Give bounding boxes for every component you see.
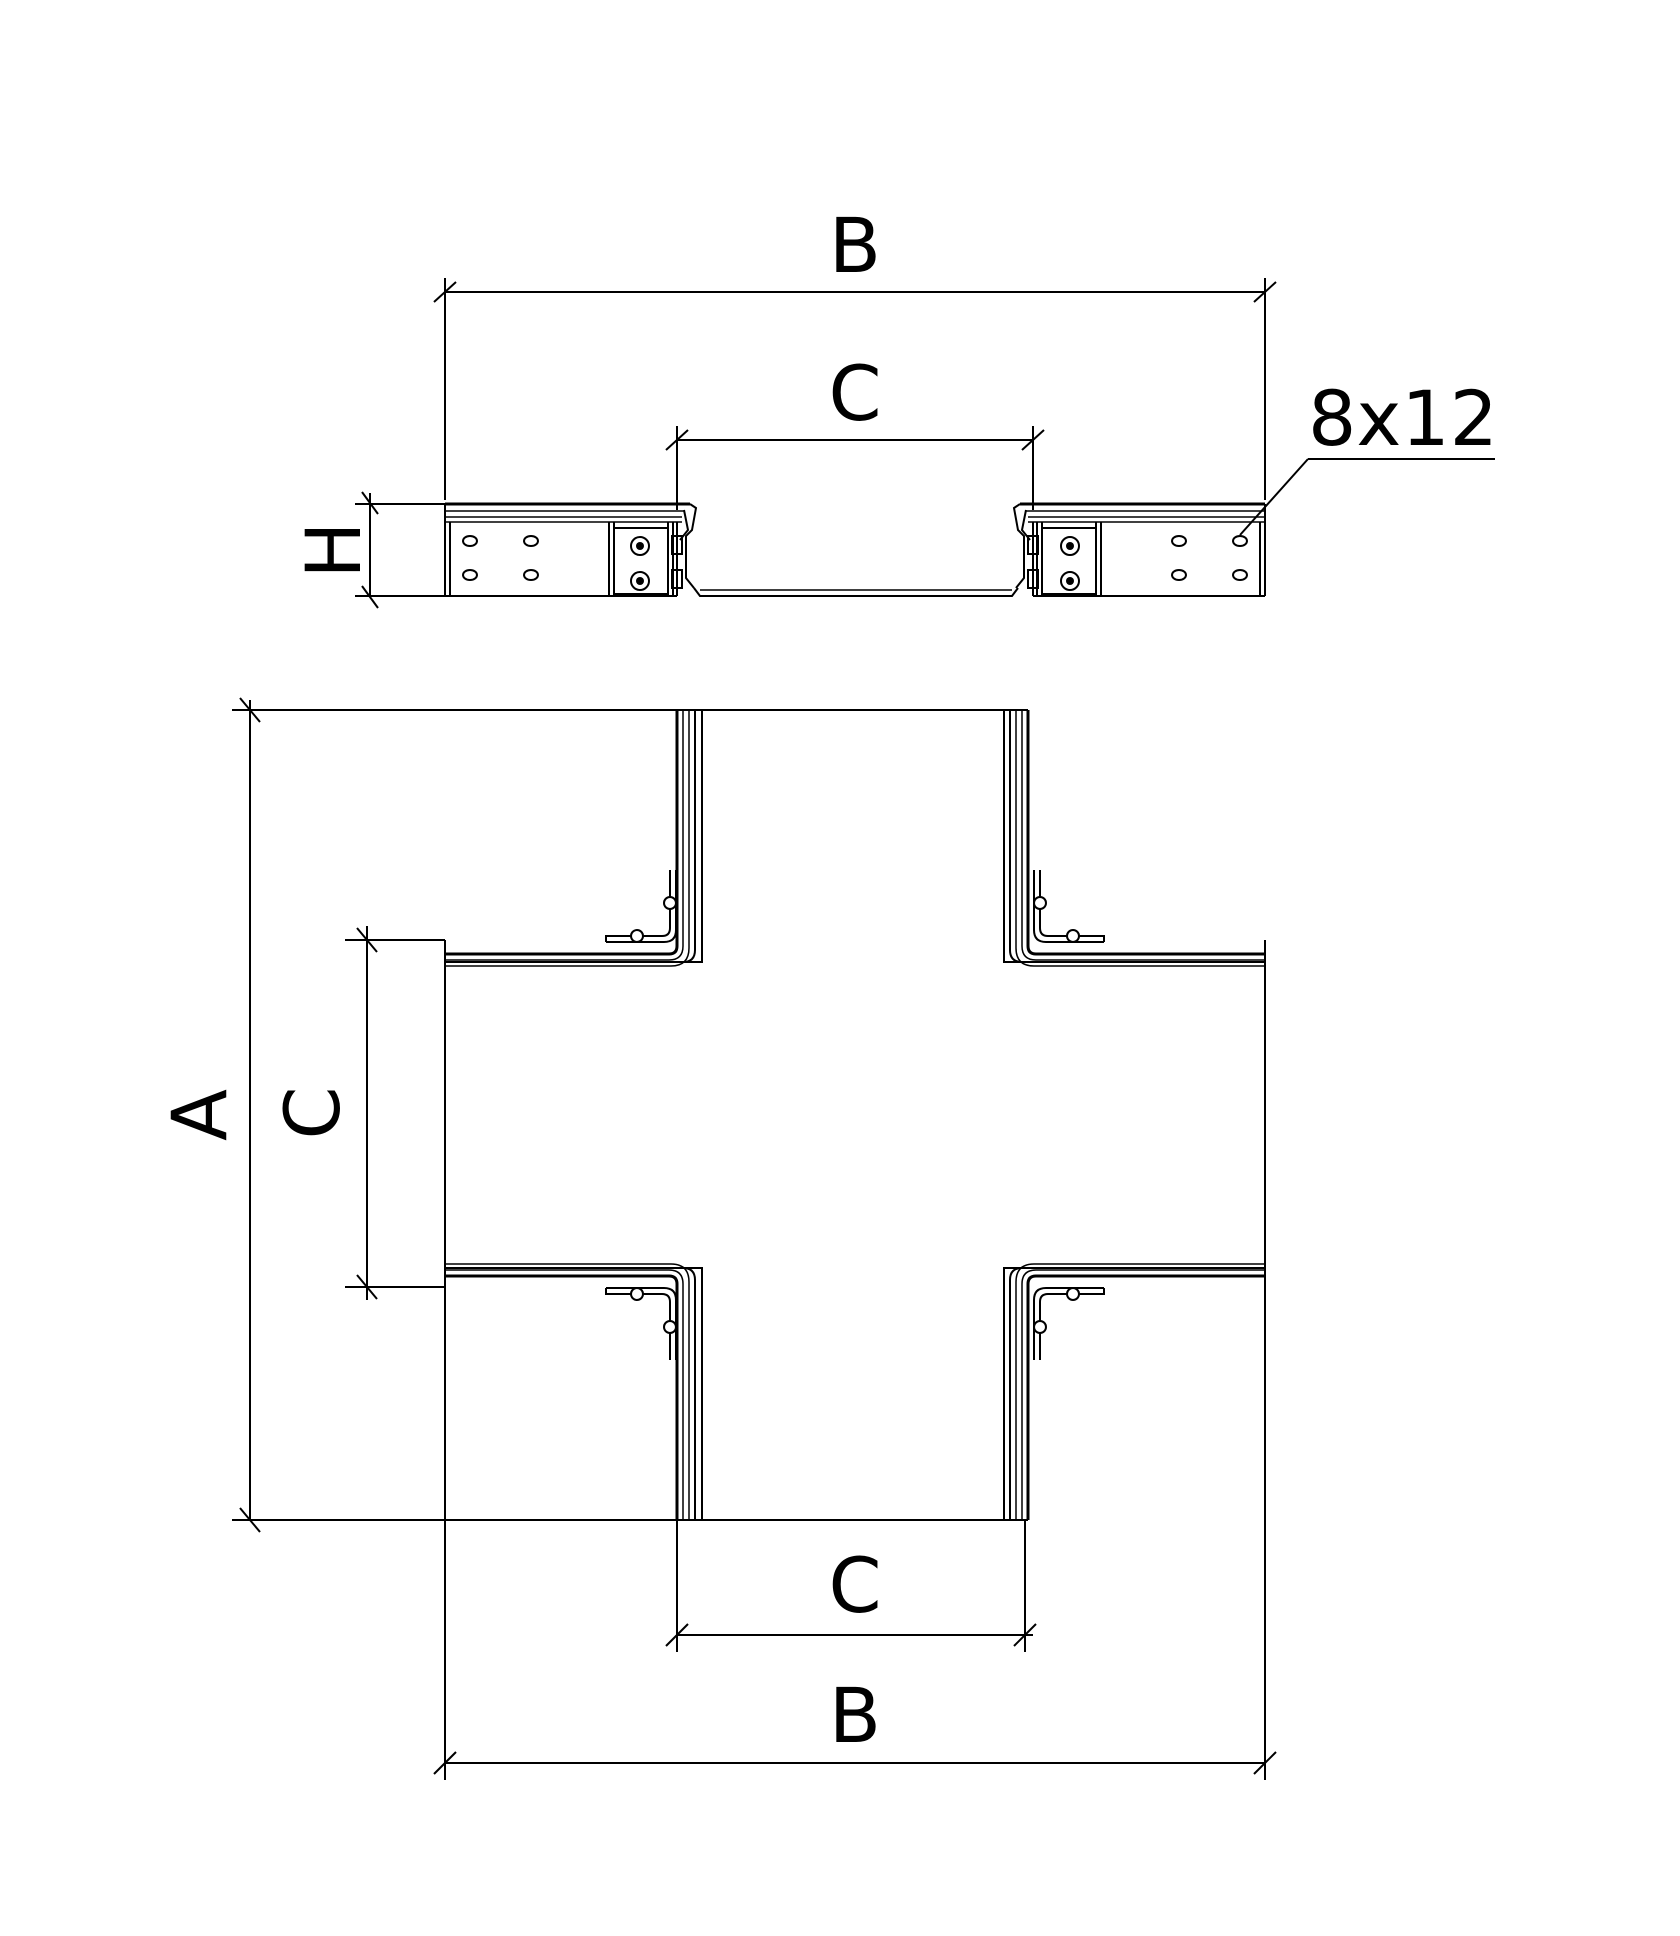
hole-size-callout: 8x12 xyxy=(1239,374,1498,536)
dimension-h: H xyxy=(289,491,445,609)
side-view: B C 8x12 H xyxy=(289,201,1498,609)
hole-size-label: 8x12 xyxy=(1308,374,1498,463)
dimension-a: A xyxy=(155,697,1020,1533)
plan-view: A C C B xyxy=(155,697,1277,1780)
dimension-c-side: C xyxy=(268,926,445,1300)
right-profile xyxy=(1012,502,1266,597)
dim-label-c-bottom: C xyxy=(828,1541,881,1630)
corner-top-right xyxy=(1003,710,1265,967)
dimension-b-bottom: B xyxy=(433,1287,1277,1780)
dimension-b-top: B xyxy=(433,201,1277,500)
dim-label-b-top: B xyxy=(829,201,881,290)
dimension-c-top: C xyxy=(665,349,1045,510)
dimension-c-bottom: C xyxy=(665,1520,1037,1652)
dim-label-b-bottom: B xyxy=(829,1671,881,1760)
left-profile xyxy=(444,502,698,597)
corner-bottom-right xyxy=(1003,1263,1265,1520)
corner-top-left xyxy=(445,710,703,967)
center-channel xyxy=(693,587,1019,597)
cross-outline xyxy=(444,709,1266,1521)
corner-bottom-left xyxy=(445,1263,703,1520)
dim-label-c-top: C xyxy=(828,349,881,438)
dim-label-c-side: C xyxy=(268,1086,357,1139)
dim-label-a: A xyxy=(155,1089,244,1141)
dim-label-h: H xyxy=(289,521,378,578)
